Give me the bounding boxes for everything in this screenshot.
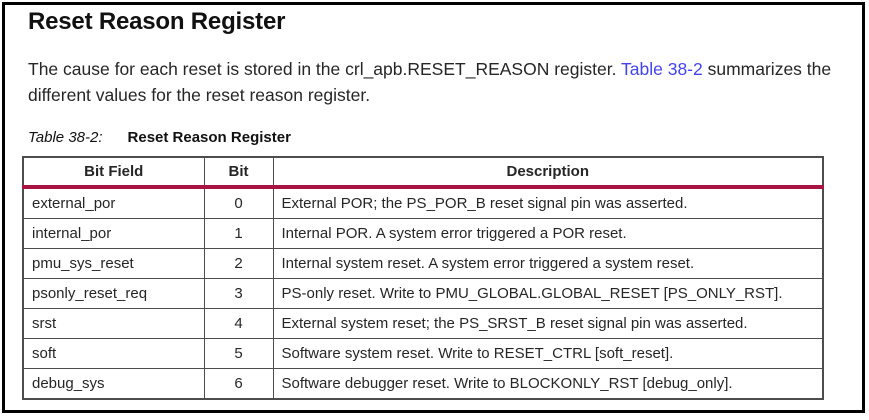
cell-bit-field: pmu_sys_reset: [22, 248, 205, 279]
cell-bit: 6: [203, 368, 274, 400]
cell-bit: 5: [203, 338, 274, 369]
table-header-row: Bit Field Bit Description: [22, 156, 824, 189]
cell-bit: 1: [203, 218, 274, 249]
cell-bit-field: psonly_reset_req: [22, 278, 205, 309]
table-caption: Table 38-2: Reset Reason Register: [28, 129, 291, 146]
cell-bit-field: debug_sys: [22, 368, 205, 400]
intro-text-before: The cause for each reset is stored in th…: [28, 59, 622, 79]
cell-bit-field: soft: [22, 338, 205, 369]
cell-bit: 3: [203, 278, 274, 309]
cell-description: Internal POR. A system error triggered a…: [272, 218, 824, 249]
cell-bit-field: external_por: [22, 186, 205, 219]
cell-bit: 2: [203, 248, 274, 279]
cell-description: Software debugger reset. Write to BLOCKO…: [272, 368, 824, 400]
page-title: Reset Reason Register: [28, 8, 286, 35]
cell-bit: 0: [203, 186, 274, 219]
table-caption-label: Table 38-2:: [28, 129, 103, 146]
cell-description: Software system reset. Write to RESET_CT…: [272, 338, 824, 369]
cell-bit: 4: [203, 308, 274, 339]
cell-description: PS-only reset. Write to PMU_GLOBAL.GLOBA…: [272, 278, 824, 309]
intro-text-after: summarizes the different values for the …: [28, 59, 832, 105]
header-bit-field: Bit Field: [22, 156, 205, 189]
header-bit: Bit: [203, 156, 274, 189]
intro-paragraph: The cause for each reset is stored in th…: [28, 56, 840, 108]
cell-description: External system reset; the PS_SRST_B res…: [272, 308, 824, 339]
table-caption-title: Reset Reason Register: [127, 129, 291, 146]
cell-description: External POR; the PS_POR_B reset signal …: [272, 186, 824, 219]
cell-bit-field: internal_por: [22, 218, 205, 249]
cell-bit-field: srst: [22, 308, 205, 339]
page-frame: [2, 2, 865, 413]
table-38-2-link[interactable]: Table 38-2: [621, 59, 703, 79]
cell-description: Internal system reset. A system error tr…: [272, 248, 824, 279]
header-description: Description: [272, 156, 824, 189]
